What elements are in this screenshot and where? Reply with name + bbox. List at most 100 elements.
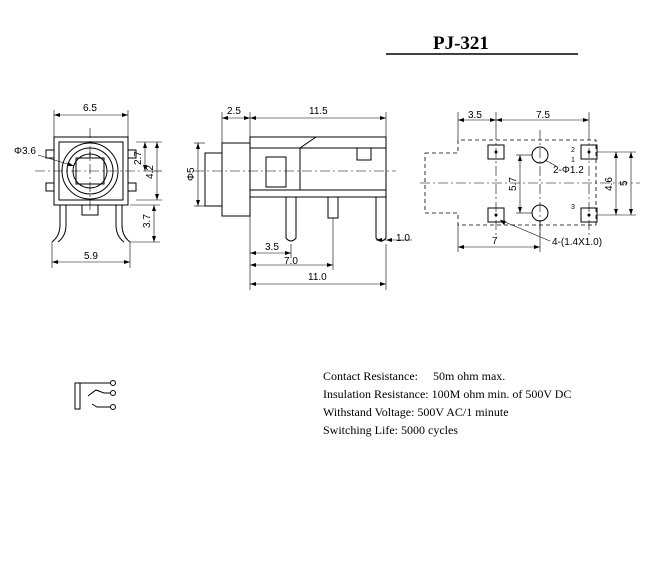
front-pin-left-outer [51,205,61,243]
dim-side-total-length: 11.0 [308,272,327,283]
dim-arrow [614,209,618,215]
leader-pads [499,219,551,242]
dim-arrow [143,142,147,148]
dim-front-pin-height: 3.7 [142,214,153,228]
side-pin-mid [327,196,339,219]
dim-arrow [380,282,386,286]
pcb-pad-center [494,213,498,217]
dim-side-pin-offset: 3.5 [265,242,279,253]
dim-arrow [124,260,130,264]
front-pin-right-outer [121,205,131,243]
pcb-pad-center [587,213,591,217]
pcb-pad-label: 3 [571,204,575,211]
dim-arrow [52,260,58,264]
dim-arrow [152,236,156,242]
side-body [249,136,387,198]
dim-arrow [155,142,159,148]
dim-arrow [327,263,333,267]
side-view: 2.5 11.5 Φ5 1.0 3.5 7.0 11.0 [186,106,412,290]
dim-pcb-vert-spacing: 5.7 [508,177,519,191]
spec-line: Insulation Resistance: 100M ohm min. of … [323,387,571,401]
dim-pcb-offset: 3.5 [468,110,482,121]
dim-arrow [376,238,382,242]
dim-arrow [196,143,200,149]
front-pin-right-inner [115,205,125,243]
schematic-lead-2 [87,389,110,397]
dim-arrow [629,152,633,158]
dim-front-height-a: 2.7 [133,151,144,165]
dim-pcb-holes: 2-Φ1.2 [553,165,584,176]
dim-arrow [143,165,147,171]
dim-arrow [518,155,522,161]
dim-arrow [285,251,291,255]
dim-arrow [122,113,128,117]
schematic-symbol [74,380,116,410]
dim-arrow [518,207,522,213]
dim-arrow [244,116,250,120]
front-view: 6.5 Φ3.6 2.7 4.2 3.7 5.9 [14,103,162,268]
dim-arrow [496,118,502,122]
dim-pcb-height-a: 4.6 [604,177,615,191]
pcb-pad-label: 2 [571,147,575,154]
front-slot-right-bottom [127,182,137,192]
dim-side-pin-length: 7.0 [284,256,298,267]
dim-pcb-pads: 4-(1.4X1.0) [552,237,602,248]
side-contact-window [265,156,287,188]
side-barrel-collar [221,142,251,217]
dim-arrow [250,263,256,267]
pcb-pad-label: 1 [571,157,575,164]
side-chamfer [299,136,317,149]
leader-holes [544,159,557,167]
pcb-pad [487,144,505,160]
dim-side-barrel-dia: Φ5 [186,167,197,181]
dim-arrow [629,209,633,215]
side-latch [356,147,372,161]
dim-arrow [196,200,200,206]
dim-arrow [458,245,464,249]
dim-front-height-b: 4.2 [145,165,156,179]
dim-front-hole-dia: Φ3.6 [14,146,36,157]
spec-line: Switching Life: 5000 cycles [323,423,458,437]
dim-pcb-height-b: 5 [619,180,630,186]
dim-pcb-span: 7.5 [536,110,550,121]
spec-list: Contact Resistance: 50m ohm max. Insulat… [323,369,571,437]
dim-arrow [250,282,256,286]
side-pin-rear [375,197,387,242]
dim-side-body-length: 11.5 [309,106,328,117]
front-pin-center [81,204,99,216]
front-slot-left-top [45,149,55,159]
dim-arrow [500,220,506,225]
pcb-pad-center [587,150,591,154]
spec-line: Contact Resistance: 50m ohm max. [323,369,505,383]
part-title: PJ-321 [433,33,489,54]
dim-arrow [152,205,156,211]
dim-arrow [155,194,159,200]
dim-arrow [250,116,256,120]
dim-arrow [222,116,228,120]
dim-front-width-top: 6.5 [83,103,97,114]
schematic-lead-3 [91,403,110,408]
pcb-outline [424,139,597,226]
front-slot-left-bottom [45,182,55,192]
dim-pcb-width: 7 [492,236,498,247]
front-pin-left-inner [57,205,67,243]
dim-arrow [380,116,386,120]
dim-arrow [67,162,74,166]
front-slot-right-top [127,149,137,159]
dim-side-pin-width: 1.0 [396,233,410,244]
schematic-terminal-2 [110,390,116,396]
dim-front-width-bottom: 5.9 [84,251,98,262]
dim-arrow [54,113,60,117]
pcb-pad-center [494,150,498,154]
schematic-terminal-1 [110,380,116,386]
schematic-terminal-3 [110,404,116,410]
dim-side-front-length: 2.5 [227,106,241,117]
pcb-layout-view: 1 2 3 3.5 7.5 5.7 2-Φ1.2 4.6 5 [420,110,640,252]
pcb-pad [487,207,505,223]
dim-arrow [534,245,540,249]
spec-line: Withstand Voltage: 500V AC/1 minute [323,405,509,419]
dim-arrow [250,251,256,255]
schematic-sleeve [74,382,81,410]
dim-arrow [614,152,618,158]
